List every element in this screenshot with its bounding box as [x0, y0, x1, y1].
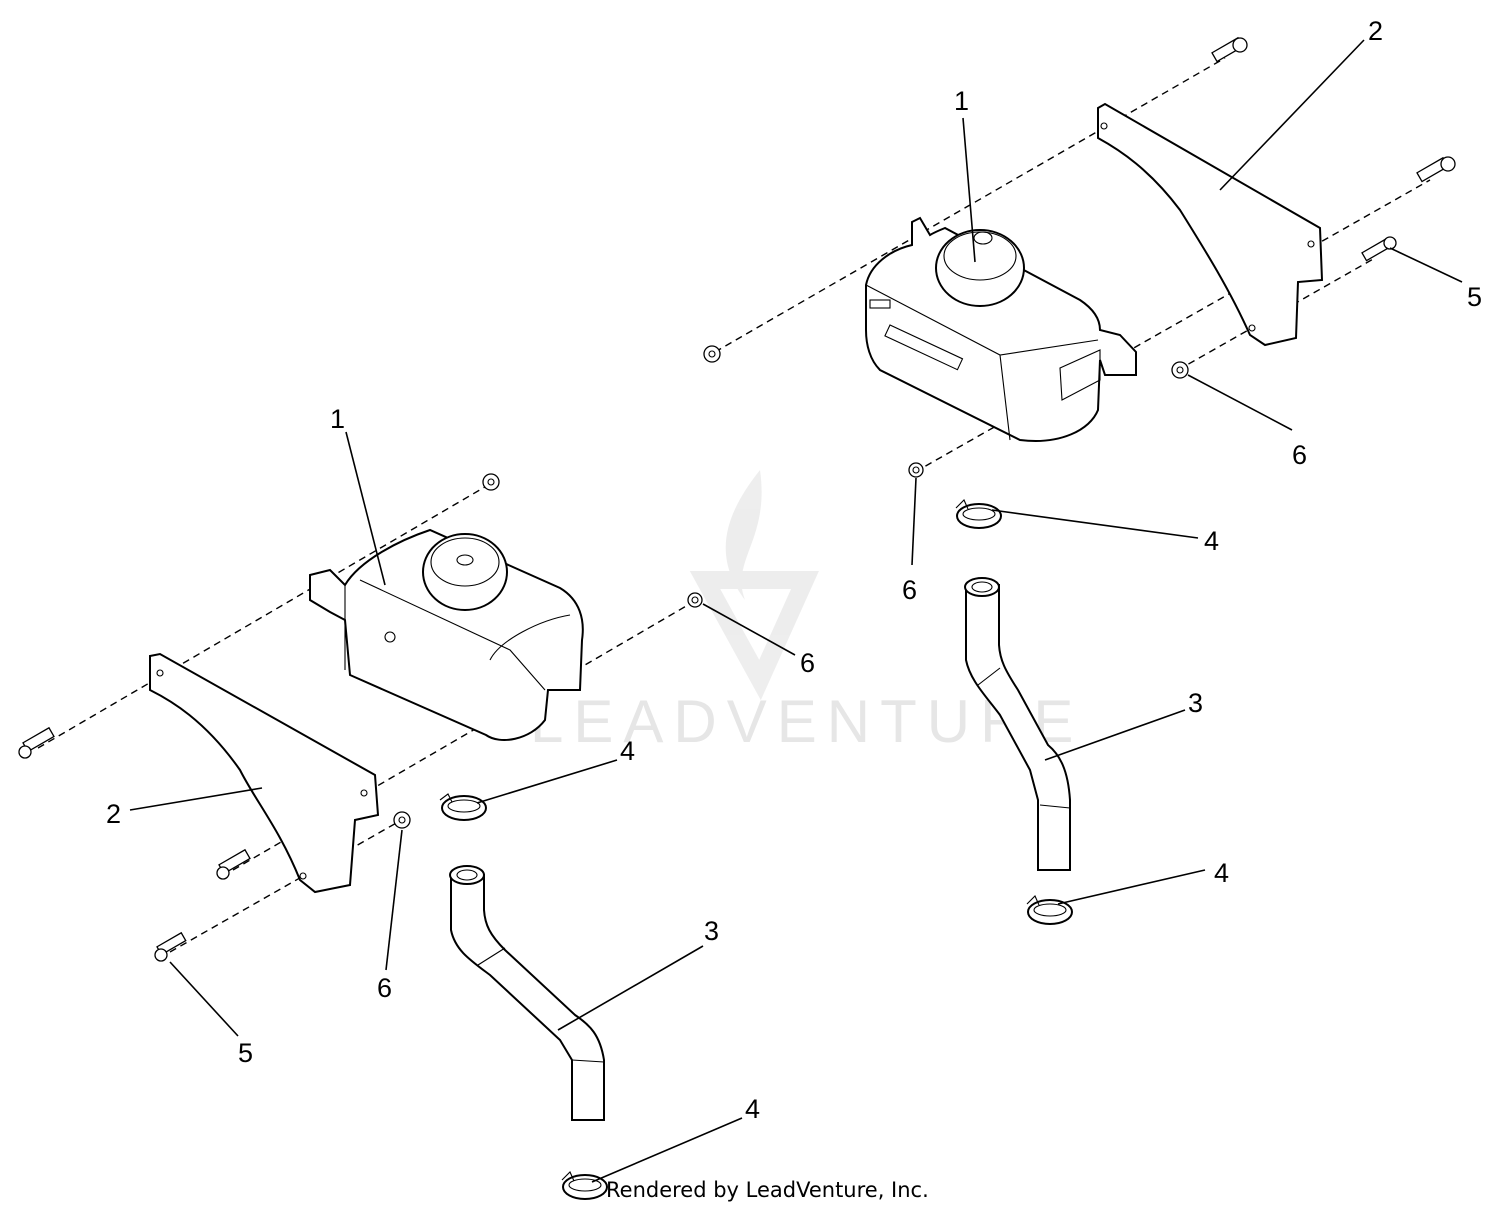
callout-right-tank: 1: [954, 86, 969, 116]
callout-right-nut-bottom: 6: [902, 575, 917, 605]
leader-right-bracket: [1219, 39, 1365, 191]
left-hose: [449, 865, 605, 1121]
left-mounting-bracket: [149, 652, 380, 894]
callout-left-clamp-bottom: 4: [745, 1094, 760, 1124]
callout-right-hose: 3: [1188, 688, 1203, 718]
left-reservoir-tank: [309, 528, 584, 741]
leader-left-clamp-top: [476, 759, 618, 804]
watermark-logo: [689, 470, 819, 701]
leader-left-bracket: [129, 787, 263, 811]
leader-left-bolt: [169, 961, 239, 1037]
right-nut-bottom: [908, 462, 924, 478]
watermark-text: LEADVENTURE: [530, 688, 1083, 755]
callout-right-clamp-top: 4: [1204, 526, 1219, 556]
right-hose-clamp-bottom: [1026, 895, 1073, 925]
left-nut-bottom: [393, 811, 411, 829]
render-credit: Rendered by LeadVenture, Inc.: [606, 1178, 929, 1202]
right-nut-left: [703, 345, 721, 363]
callout-left-bolt: 5: [238, 1038, 253, 1068]
callout-left-bracket: 2: [106, 799, 121, 829]
right-bolt-upper: [1211, 36, 1248, 63]
right-mounting-bracket: [1097, 102, 1324, 347]
right-hose-clamp-top: [955, 499, 1002, 529]
right-nut-right: [1171, 361, 1189, 379]
right-reservoir-tank: [865, 216, 1137, 442]
leader-left-hose: [557, 945, 704, 1031]
leader-right-clamp-top: [991, 509, 1199, 539]
right-bolt-middle: [1416, 156, 1456, 183]
callout-right-clamp-bottom: 4: [1214, 858, 1229, 888]
left-bolt-lower: [154, 931, 187, 962]
left-hose-clamp-bottom: [561, 1171, 608, 1200]
right-tank-cap: [935, 229, 1025, 307]
leader-left-clamp-bottom: [591, 1117, 743, 1183]
callout-left-clamp-top: 4: [620, 736, 635, 766]
leader-left-nut-bottom: [385, 829, 403, 971]
left-fastener-line-upper: [37, 483, 491, 749]
left-fastener-line-lower: [169, 817, 406, 953]
right-hose: [964, 577, 1071, 871]
left-bolt-middle: [216, 848, 251, 880]
leader-right-tank: [962, 117, 976, 263]
left-tank-cap: [422, 533, 508, 611]
leader-left-tank: [345, 431, 386, 586]
callout-left-hose: 3: [704, 916, 719, 946]
leader-right-hose: [1044, 709, 1186, 761]
callout-left-nut-right: 6: [800, 648, 815, 678]
right-bolt-lower: [1361, 236, 1397, 262]
leader-right-nut-right: [1187, 374, 1293, 431]
callout-right-bracket: 2: [1368, 16, 1383, 46]
callout-left-nut-bottom: 6: [377, 973, 392, 1003]
left-hose-clamp-top: [439, 793, 487, 821]
callout-left-tank: 1: [330, 404, 345, 434]
leader-right-bolt: [1389, 247, 1463, 283]
leader-right-clamp-bottom: [1057, 869, 1206, 905]
leader-left-nut-right: [702, 603, 796, 656]
callout-right-bolt: 5: [1467, 282, 1482, 312]
left-nut-right: [687, 592, 703, 608]
callout-right-nut-right: 6: [1292, 440, 1307, 470]
left-nut-top: [482, 473, 500, 491]
leader-right-nut-bottom: [911, 477, 917, 566]
left-bolt-upper: [18, 726, 55, 759]
